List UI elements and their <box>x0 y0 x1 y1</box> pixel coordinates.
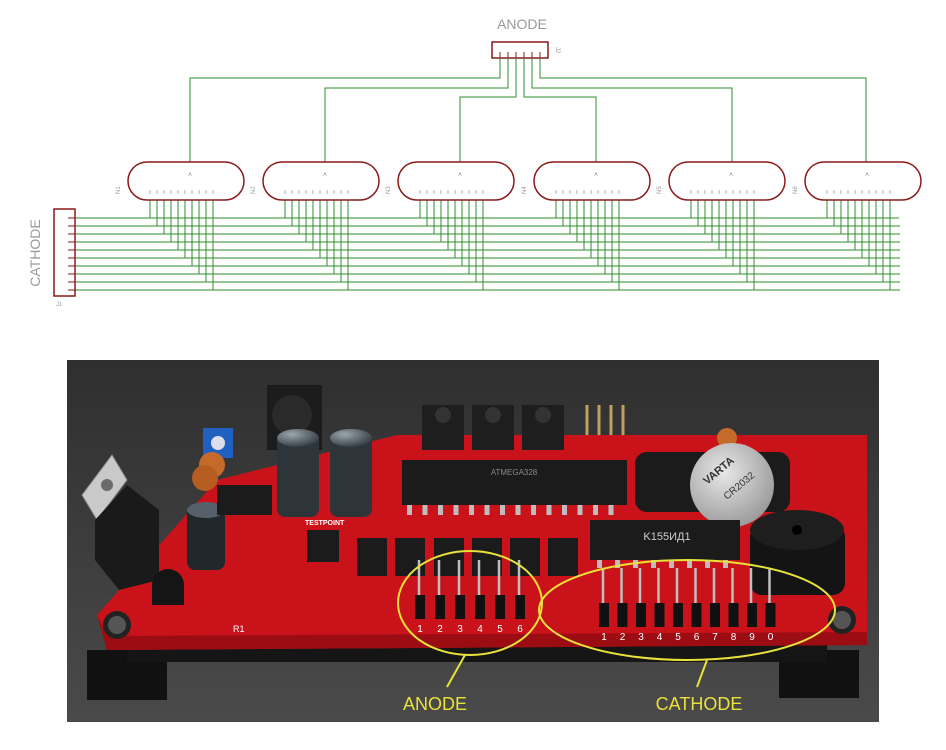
cathode-connector-j1: J1 <box>53 208 76 308</box>
tube-anode-pin-label: A <box>865 172 869 178</box>
ref-r1: R1 <box>233 624 245 634</box>
mounting-screws <box>103 606 856 639</box>
cathode-pin-9: 9 <box>747 568 757 643</box>
cathode-wires <box>75 200 900 291</box>
cathode-pin-number: 6 <box>694 632 700 643</box>
voltage-regulator <box>81 454 159 590</box>
tube-ref-label: N5 <box>657 186 663 194</box>
cathode-callout-line <box>696 659 708 688</box>
cathode-pin-number: 5 <box>675 632 681 643</box>
anode-pin-number: 5 <box>497 624 503 635</box>
anode-pin-2: 2 <box>435 560 445 635</box>
tube-anode-pin-label: A <box>729 172 733 178</box>
cathode-pin-7: 7 <box>710 568 720 643</box>
anode-pin-5: 5 <box>495 560 505 635</box>
testpoint-label: TESTPOINT <box>305 520 345 527</box>
cathode-label: CATHODE <box>27 219 43 286</box>
nixie-tube-5: A N5 <box>657 161 786 201</box>
anode-label: ANODE <box>497 16 547 32</box>
anode-connector-ref: J2 <box>554 47 560 54</box>
electrolytic-capacitors <box>187 429 372 570</box>
cathode-pin-2: 2 <box>617 568 628 643</box>
nixie-tube-2: A N2 <box>251 161 380 201</box>
anode-pin-4: 4 <box>475 560 485 635</box>
cathode-pin-4: 4 <box>654 568 665 643</box>
buzzer <box>750 510 845 595</box>
cathode-pin-number: 3 <box>638 632 644 643</box>
cathode-pin-number: 4 <box>657 632 663 643</box>
cathode-highlight <box>538 559 836 661</box>
cathode-connector-ref: J1 <box>56 302 63 308</box>
tube-ref-label: N6 <box>793 186 799 194</box>
tube-ref-label: N3 <box>386 186 392 194</box>
pcb-photo: ATMEGA328 VARTA CR2032 K155ИД1 TESTPOINT… <box>67 360 879 722</box>
anode-connector-j2: J2 <box>491 41 560 59</box>
cathode-pin-0: 0 <box>765 568 776 643</box>
anode-wires <box>189 58 867 164</box>
nixie-tube-6: A N6 <box>793 161 922 201</box>
nixie-schematic: ANODE J2 A N1 A N2 A N3 A N4 A N5 A N6 J1 CATHODE <box>27 16 922 308</box>
tube-anode-pin-label: A <box>458 172 462 178</box>
coin-cell-battery: VARTA CR2032 <box>635 443 790 527</box>
cathode-header-pins: 1 2 3 4 5 6 7 8 9 0 <box>599 568 776 643</box>
anode-pin-number: 2 <box>437 624 443 635</box>
mcu-chip: ATMEGA328 <box>402 460 627 515</box>
cathode-pin-number: 2 <box>620 632 626 643</box>
tube-anode-pin-label: A <box>594 172 598 178</box>
tube-anode-pin-label: A <box>188 172 192 178</box>
tube-ref-label: N1 <box>116 186 122 194</box>
cathode-pin-number: 1 <box>601 632 607 643</box>
cathode-pin-number: 0 <box>768 632 774 643</box>
tactile-buttons <box>422 405 564 450</box>
nixie-tube-4: A N4 <box>522 161 651 201</box>
nixie-tubes: A N1 A N2 A N3 A N4 A N5 A N6 <box>116 161 922 201</box>
cathode-pin-5: 5 <box>673 568 683 643</box>
cathode-pin-1: 1 <box>599 568 609 643</box>
anode-pin-number: 4 <box>477 624 483 635</box>
transistors <box>152 569 184 605</box>
nixie-tube-3: A N3 <box>386 161 515 201</box>
driver-chip-label: K155ИД1 <box>643 531 690 543</box>
cathode-pin-6: 6 <box>691 568 702 643</box>
top-header-pins <box>585 405 625 435</box>
anode-pin-number: 3 <box>457 624 463 635</box>
mcu-chip-label: ATMEGA328 <box>491 468 538 477</box>
anode-pin-number: 1 <box>417 624 423 635</box>
anode-highlight <box>397 550 543 656</box>
anode-pin-number: 6 <box>517 624 523 635</box>
cathode-caption: CATHODE <box>656 694 743 714</box>
cathode-pin-number: 9 <box>749 632 755 643</box>
cathode-pin-number: 8 <box>731 632 737 643</box>
tube-anode-pin-label: A <box>323 172 327 178</box>
cathode-pin-number: 7 <box>712 632 718 643</box>
driver-chip: K155ИД1 <box>590 520 740 568</box>
small-chips <box>217 485 578 576</box>
cathode-pin-3: 3 <box>636 568 646 643</box>
anode-pin-3: 3 <box>455 560 465 635</box>
tube-ref-label: N2 <box>251 186 257 194</box>
nixie-tube-1: A N1 <box>116 161 245 201</box>
anode-callout-line <box>446 654 466 688</box>
cathode-pin-8: 8 <box>728 568 739 643</box>
anode-header-pins: 1 2 3 4 5 6 <box>415 560 525 635</box>
anode-caption: ANODE <box>403 694 467 714</box>
tube-ref-label: N4 <box>522 186 528 194</box>
